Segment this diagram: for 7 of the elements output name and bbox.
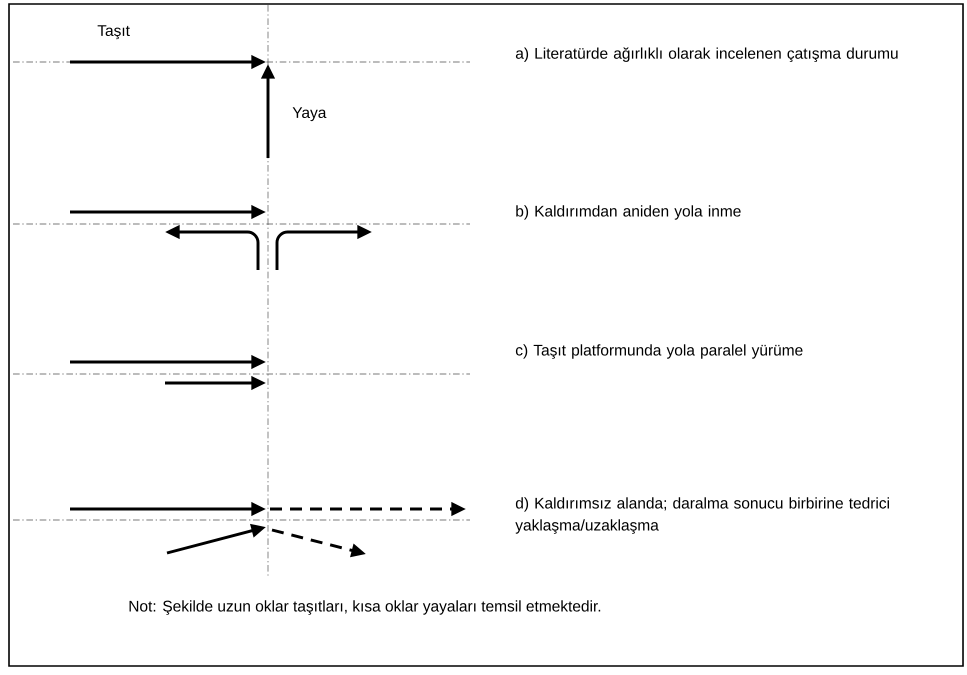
description-text: d) Kaldırımsız alanda; daralma sonucu birbirine tedrici yaklaşma/uzaklaşma [515,497,889,534]
description-text: c) Taşıt platformunda yola paralel yürüme [516,344,803,359]
note-text: Not: Şekilde uzun oklar taşıtları, kısa oklar yayaları temsil etmektedir. [130,600,600,615]
vehicle-label: Taşıt [98,25,130,40]
description-text: b) Kaldırımdan aniden yola inme [516,205,741,220]
pedestrian-label: Yaya [292,107,326,122]
description-text: a) Literatürde ağırlıklı olarak incelenen çatışma durumu [516,47,898,62]
